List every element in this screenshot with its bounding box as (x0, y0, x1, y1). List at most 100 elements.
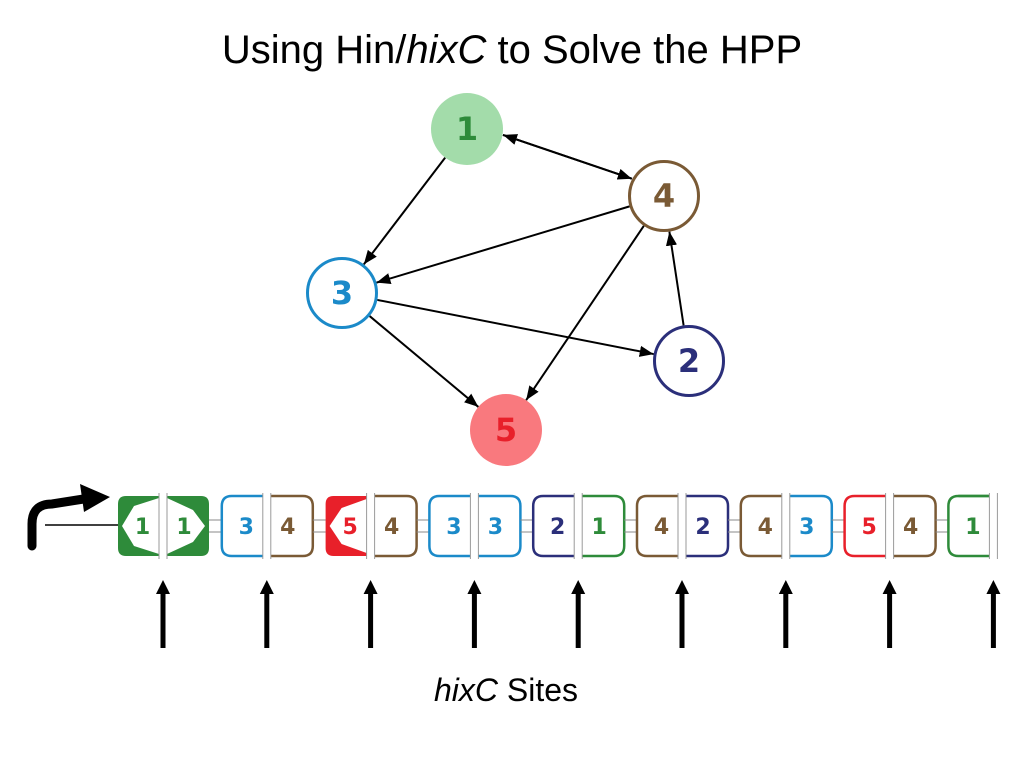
node-label: 1 (456, 110, 478, 148)
edge-3-to-2 (377, 298, 654, 357)
segment-left (635, 494, 682, 558)
hixc-site-arrow-icon (259, 580, 274, 648)
segment-right (889, 494, 937, 558)
node-label: 5 (495, 411, 517, 449)
segment-right (370, 494, 418, 558)
hixc-site (989, 493, 998, 559)
arrow-head (986, 580, 1001, 594)
caption: hixC Sites (0, 672, 1012, 709)
arrow-head (571, 580, 586, 594)
segment-left (739, 494, 786, 558)
hixc-site-arrow-icon (986, 580, 1001, 648)
node-4: 4 (628, 160, 700, 232)
hixc-site (781, 493, 790, 559)
caption-italic: hixC (433, 672, 498, 708)
node-5: 5 (470, 394, 542, 466)
hixc-site (159, 493, 167, 559)
start-wedge (167, 498, 205, 554)
edge-4-to-3 (376, 205, 630, 284)
node-3: 3 (306, 257, 378, 329)
edge-3-to-5 (368, 315, 480, 408)
segment-left (428, 494, 475, 558)
node-circle (628, 160, 700, 232)
segment-left-label: 1 (135, 515, 150, 540)
segment-left (220, 494, 267, 558)
edge-2-to-4 (665, 231, 685, 326)
promoter-arrow-icon (27, 484, 120, 551)
arrow-head (156, 580, 170, 594)
node-circle (653, 325, 725, 397)
hixc-site-arrow-icon (156, 580, 170, 648)
segment-left-label: 3 (239, 515, 254, 540)
graph-edges (363, 133, 685, 408)
segment-right-label: 4 (280, 515, 295, 540)
node-label: 2 (678, 342, 700, 380)
title-prefix: Using Hin/ (221, 28, 407, 72)
segment-right-label: 1 (176, 515, 191, 540)
edge-4-to-5 (525, 225, 645, 401)
segment-left-label: 5 (342, 515, 357, 540)
hixc-site-arrow-icon (467, 580, 482, 648)
node-label: 3 (331, 274, 353, 312)
title-italic: hixC (406, 28, 487, 72)
title-suffix: to Solve the HPP (486, 28, 803, 72)
segment-right-label: 2 (695, 515, 710, 540)
graph-nodes: 1 4 3 2 5 (306, 93, 725, 466)
segment-left-label: 2 (550, 515, 565, 540)
segment-left-label: 1 (965, 515, 980, 540)
hixc-site-arrow-icon (571, 580, 586, 648)
arrow-head (778, 580, 793, 594)
arrow-head (363, 580, 378, 594)
node-circle (470, 394, 542, 466)
hixc-site-arrow-icon (363, 580, 378, 648)
segment-left (531, 494, 579, 558)
segment-right-label: 3 (799, 515, 814, 540)
segment-right-label: 3 (488, 515, 503, 540)
segment-left (947, 494, 994, 558)
segment-right (474, 494, 522, 558)
hixc-site (262, 493, 271, 559)
construct-segment: 1 (947, 493, 998, 559)
node-label: 4 (653, 177, 675, 215)
segment-right (785, 494, 834, 558)
segment-right-label: 4 (384, 515, 399, 540)
segment-left-label: 4 (654, 515, 669, 540)
segment-right (578, 494, 626, 558)
arrow-head (259, 580, 274, 594)
slide-title: Using Hin/hixC to Solve the HPP (0, 28, 1024, 73)
hixc-site (470, 493, 479, 559)
segment-left-label: 4 (758, 515, 773, 540)
segment-right (266, 494, 315, 558)
hixc-site-arrow-icon (675, 580, 689, 648)
segment-left-label: 3 (446, 515, 461, 540)
hixc-site-arrows (156, 580, 1001, 648)
hixc-site (678, 493, 686, 559)
node-circle (306, 257, 378, 329)
edge-1-to-3 (363, 157, 446, 265)
edge-1-to-4 (502, 133, 633, 180)
node-1: 1 (431, 93, 503, 165)
hixc-site-arrow-icon (882, 580, 897, 648)
segment-left (843, 494, 890, 558)
segment-left-wedge (329, 499, 367, 553)
segment-left-label: 5 (861, 515, 876, 540)
segment-right (682, 494, 730, 558)
segment-right-label: 4 (903, 515, 918, 540)
node-circle (431, 93, 503, 165)
hixc-site (366, 493, 375, 559)
hixc-site-arrow-icon (778, 580, 793, 648)
arrow-head (882, 580, 897, 594)
arrow-head (467, 580, 482, 594)
node-2: 2 (653, 325, 725, 397)
caption-suffix: Sites (497, 672, 579, 708)
